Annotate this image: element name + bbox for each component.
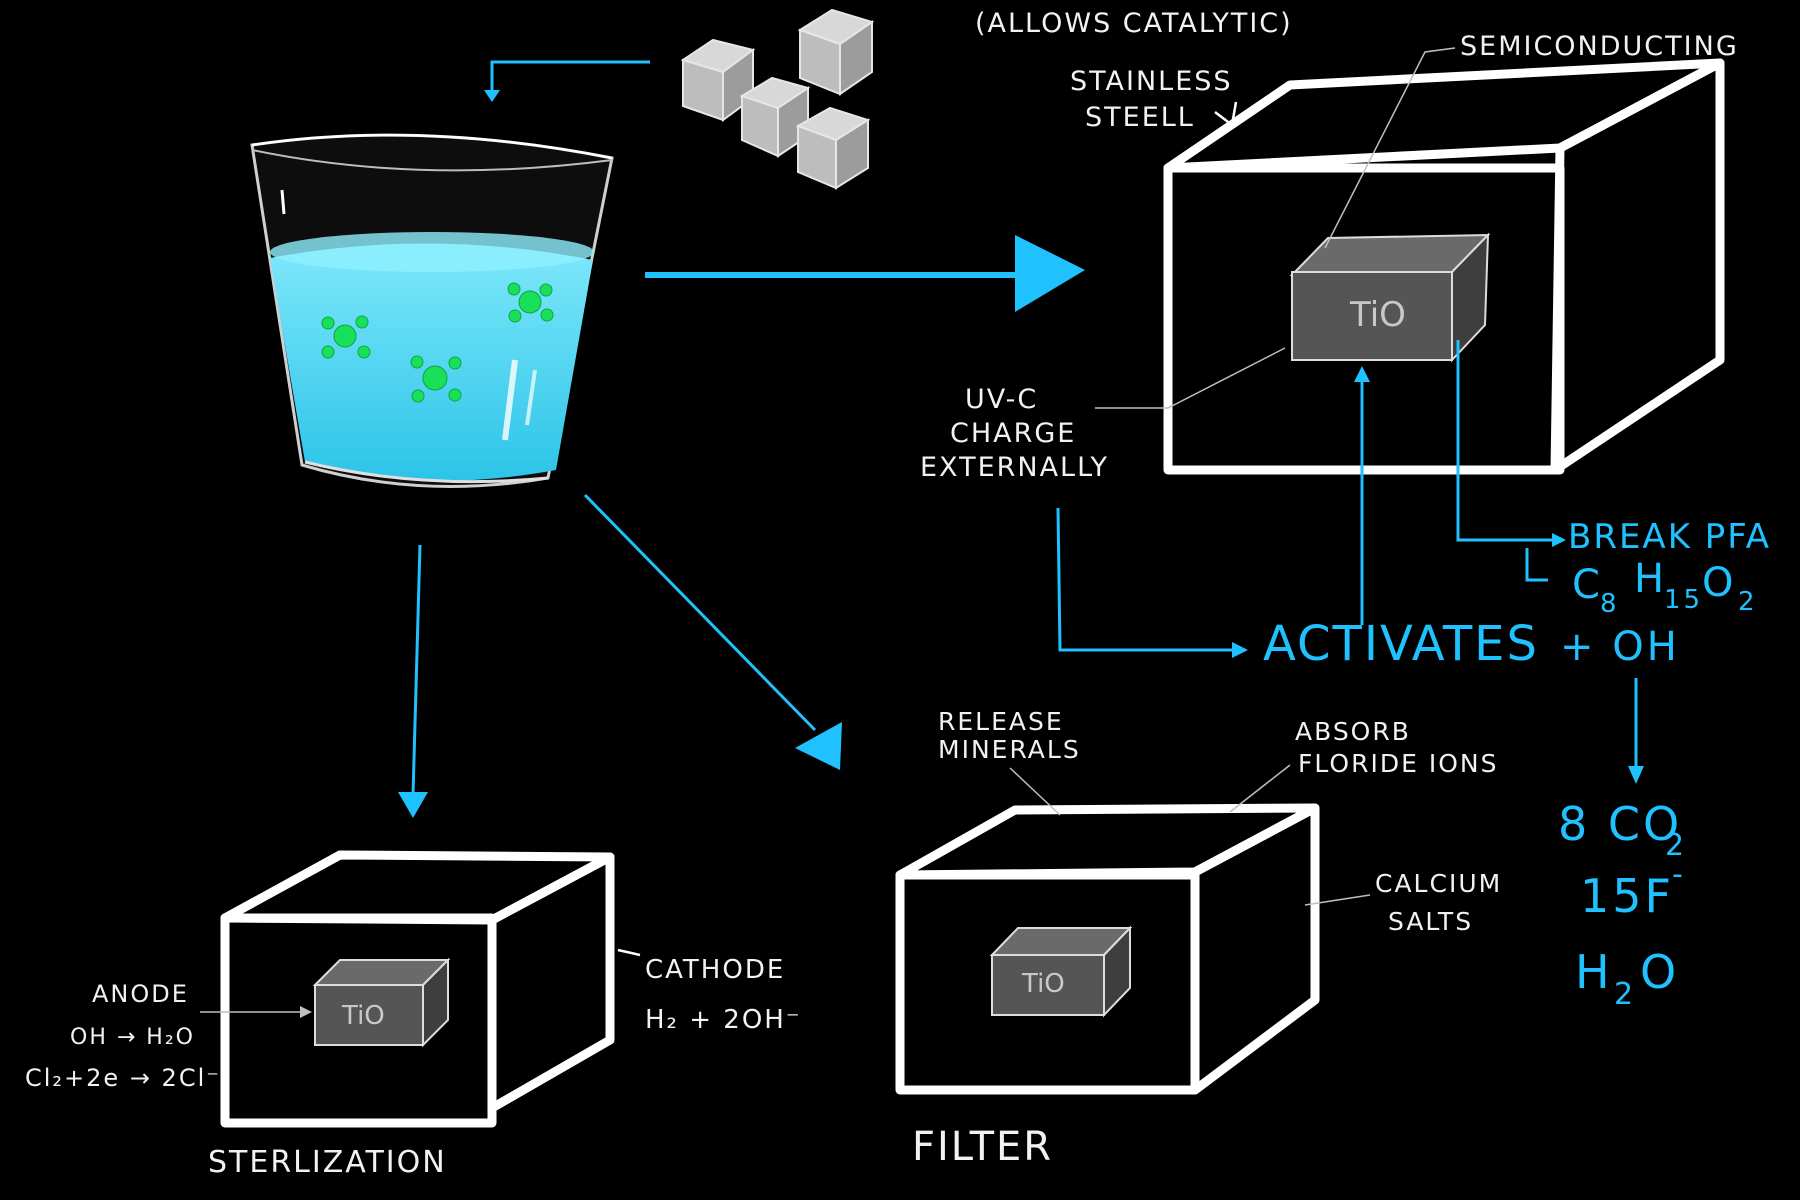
cathode-label: CATHODE [645,955,785,985]
semiconducting-label: SEMICONDUCTING [1460,31,1739,62]
uvc-label: UV-C [965,384,1038,415]
catalytic-box: TiO [1163,58,1725,475]
svg-text:2: 2 [1665,828,1687,863]
absorb-leader [1229,764,1291,813]
svg-text:2: 2 [1738,587,1758,617]
cubes-icon [680,8,875,190]
tio-to-breakpfa-arrow [1456,340,1555,542]
svg-text:2: 2 [1614,977,1636,1012]
water-body [270,243,593,481]
tio-block-top: TiO [1289,232,1491,363]
salts-label: SALTS [1388,907,1473,936]
sterilization-label: STERLIZATION [208,1145,447,1180]
svg-text:C: C [1572,562,1603,608]
svg-text:15: 15 [1664,585,1703,615]
tio-label: TiO [1349,295,1406,335]
semiconducting-leader [1324,47,1456,249]
plus-oh-label: + OH [1560,624,1680,670]
cubes-to-cup-arrow [490,60,650,92]
externally-label: EXTERNALLY [920,452,1109,483]
filter-box: TiO [895,803,1320,1095]
formula-c8h15o2: C 8 H 15 O 2 [1572,556,1758,619]
break-pfa-label: BREAK PFA [1568,517,1771,557]
uvc-to-activates-arrow [1056,507,1235,652]
svg-text:O: O [1640,945,1679,999]
steell-label: STEELL [1085,102,1195,133]
minerals-label: MINERALS [938,735,1081,764]
anode-equation-1: OH → H₂O [70,1025,195,1050]
contaminant-icon [321,282,554,403]
calcium-label: CALCIUM [1375,869,1502,898]
stainless-label: STAINLESS [1070,66,1233,97]
svg-text:TiO: TiO [341,1001,385,1031]
cup-to-sterilization-arrow [398,544,428,818]
charge-label: CHARGE [950,418,1076,449]
svg-text:O: O [1702,560,1736,606]
absorb-label: ABSORB [1295,717,1411,746]
svg-text:-: - [1672,857,1686,892]
svg-text:8: 8 [1600,589,1620,619]
svg-text:15F: 15F [1580,869,1674,923]
cup-to-catalytic-arrow [645,235,1085,312]
cup-to-filter-arrow [583,493,842,770]
cubes-arrow-head [484,90,500,102]
anode-label: ANODE [92,980,189,1008]
allows-catalytic-label: (ALLOWS CATALYTIC) [975,8,1293,39]
steel-arrow [1214,101,1238,128]
release-label: RELEASE [938,707,1064,736]
water-cup [250,133,614,488]
svg-text:TiO: TiO [1021,969,1065,999]
uvc-leader [1095,347,1286,409]
svg-text:H: H [1575,945,1613,999]
tio-block-sterilization: TiO [312,957,451,1048]
sterilization-box: TiO [220,850,615,1128]
activates-label: ACTIVATES [1263,616,1539,672]
svg-text:8 CO: 8 CO [1558,797,1682,851]
svg-text:H: H [1634,556,1667,602]
release-leader [1009,767,1061,816]
floride-ions-label: FLORIDE IONS [1298,749,1498,778]
tio-block-filter: TiO [989,925,1133,1018]
products-list: 8 CO 2 15F - H 2 O [1558,797,1687,1012]
calcium-leader [1304,894,1371,906]
cathode-equation: H₂ + 2OH⁻ [645,1005,802,1035]
filter-label: FILTER [912,1124,1053,1170]
anode-equation-2: Cl₂+2e → 2Cl⁻ [25,1064,221,1092]
